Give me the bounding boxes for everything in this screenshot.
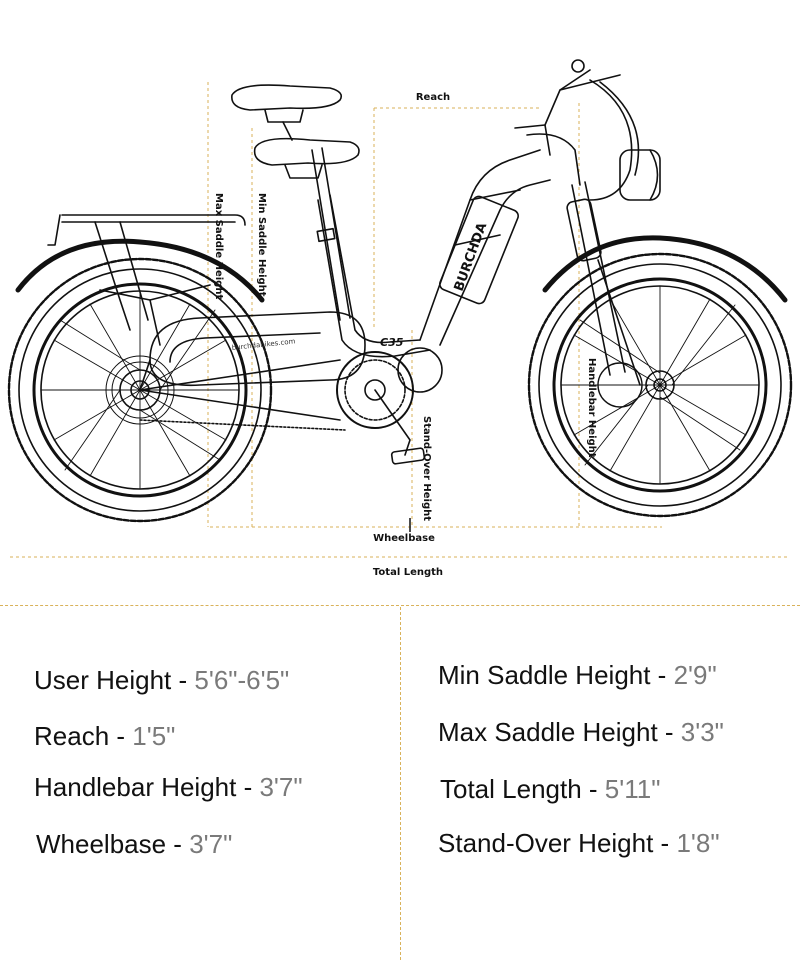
spec-label: User Height -	[34, 665, 195, 695]
min-saddle-label: Min Saddle Height	[256, 193, 267, 297]
spec-min-saddle-height: Min Saddle Height - 2'9"	[438, 660, 717, 691]
rear-fender	[15, 238, 265, 303]
spec-value: 3'7"	[259, 772, 303, 802]
handlebar	[544, 59, 661, 201]
rear-wheel	[7, 257, 273, 523]
spec-wheelbase: Wheelbase - 3'7"	[36, 829, 232, 860]
total-length-label: Total Length	[373, 567, 443, 578]
saddle-min	[253, 137, 360, 179]
spec-label: Max Saddle Height -	[438, 717, 681, 747]
handlebar-label: Handlebar Height	[586, 358, 597, 458]
spec-stand-over-height: Stand-Over Height - 1'8"	[438, 828, 720, 859]
max-saddle-label: Max Saddle Height	[213, 193, 224, 299]
bike-dimension-diagram: BURCHDA C35 burchdabikes.com Reach Max S…	[7, 59, 793, 578]
rear-rack	[47, 214, 246, 346]
spec-label: Stand-Over Height -	[438, 828, 677, 858]
spec-value: 3'7"	[189, 829, 233, 859]
spec-value: 3'3"	[680, 717, 724, 747]
seatpost	[311, 147, 351, 321]
spec-value: 5'6"-6'5"	[194, 665, 290, 695]
column-divider	[400, 607, 401, 960]
spec-value: 2'9"	[673, 660, 717, 690]
wheelbase-label: Wheelbase	[373, 533, 435, 544]
front-wheel	[527, 252, 793, 518]
front-fender	[542, 235, 788, 303]
spec-label: Total Length -	[440, 774, 605, 804]
standover-label: Stand-Over Height	[421, 416, 432, 521]
spec-value: 1'8"	[676, 828, 720, 858]
frame-model-text: C35	[380, 336, 404, 349]
spec-handlebar-height: Handlebar Height - 3'7"	[34, 772, 303, 803]
spec-label: Reach -	[34, 721, 133, 751]
section-divider	[0, 605, 800, 606]
reach-label: Reach	[416, 92, 450, 103]
spec-reach: Reach - 1'5"	[34, 721, 175, 752]
frame-brand-text: BURCHDA	[452, 221, 491, 294]
spec-label: Wheelbase -	[36, 829, 190, 859]
fork	[566, 181, 641, 386]
bike-drawing	[7, 59, 793, 523]
spec-label: Handlebar Height -	[34, 772, 260, 802]
spec-total-length: Total Length - 5'11"	[440, 774, 660, 805]
spec-label: Min Saddle Height -	[438, 660, 674, 690]
spec-user-height: User Height - 5'6"-6'5"	[34, 665, 289, 696]
crankset	[139, 347, 443, 465]
saddle-max	[231, 84, 343, 141]
spec-value: 5'11"	[604, 774, 661, 804]
spec-max-saddle-height: Max Saddle Height - 3'3"	[438, 717, 724, 748]
dimension-guides	[10, 82, 790, 558]
spec-value: 1'5"	[132, 721, 176, 751]
